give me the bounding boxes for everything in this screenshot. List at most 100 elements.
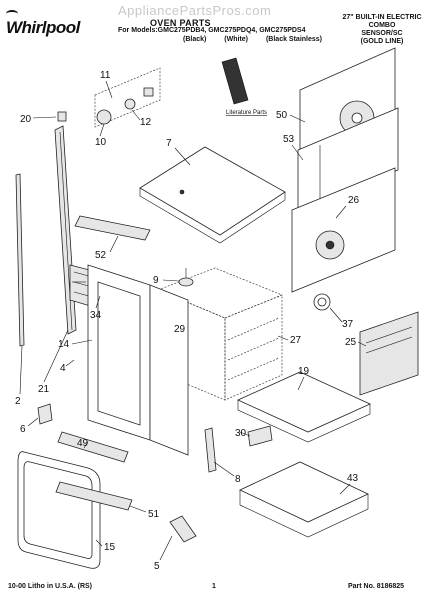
leader-37 (329, 307, 343, 323)
leader-2 (19, 345, 23, 395)
clip-part-30 (247, 425, 273, 447)
fan-hub (325, 240, 335, 250)
leader-27 (277, 335, 289, 341)
callout-12: 12 (140, 117, 152, 128)
bracket-part-5 (169, 515, 197, 543)
leader-19 (297, 376, 305, 391)
diagram-title: OVEN PARTS (150, 18, 211, 28)
leader-5 (159, 535, 173, 561)
top-panel-edge (139, 188, 286, 244)
whirlpool-swirl-icon (6, 10, 18, 18)
callout-49: 49 (77, 438, 89, 449)
oven-cavity-part-27 (157, 267, 283, 401)
callout-11: 11 (100, 70, 111, 81)
hinge-part-8 (204, 427, 217, 473)
literature-booklet (221, 57, 249, 105)
handle-strip-part-49 (57, 431, 129, 463)
drawer-part-43 (239, 461, 369, 523)
product-line-1: 27" BUILT-IN ELECTRIC (342, 14, 422, 21)
callout-15: 15 (104, 542, 116, 553)
footer-page-number: 1 (212, 583, 216, 590)
leader-26 (335, 205, 347, 219)
leader-lines (19, 80, 367, 561)
top-panel-part-7 (139, 146, 286, 236)
callout-53: 53 (283, 134, 295, 145)
callout-25: 25 (345, 337, 357, 348)
leader-7 (174, 147, 191, 166)
clip-part-20 (57, 111, 67, 122)
leader-8 (213, 461, 235, 477)
leader-49 (83, 441, 89, 449)
leader-52 (109, 235, 119, 253)
rod-part-2 (15, 173, 25, 347)
product-line-4: (GOLD LINE) (360, 38, 404, 45)
leader-53 (291, 144, 304, 161)
leader-9 (162, 279, 180, 282)
leader-12 (131, 109, 141, 121)
tray-edge (237, 400, 371, 443)
callout-2: 2 (15, 396, 21, 407)
literature-parts-label: Literature Parts (226, 110, 267, 116)
callout-5: 5 (154, 561, 160, 572)
leader-10 (99, 123, 105, 137)
leader-51 (129, 505, 147, 513)
color-black: (Black) (183, 36, 207, 43)
product-line-3: SENSOR/SC (361, 30, 403, 37)
callout-26: 26 (348, 195, 360, 206)
color-white: (White) (224, 36, 249, 43)
leader-15 (95, 539, 103, 547)
knob-part (96, 109, 112, 125)
callout-51: 51 (148, 509, 160, 520)
model-list: For Models:GMC275PDB4, GMC275PDQ4, GMC27… (118, 27, 306, 34)
cavity-rack-2 (227, 337, 280, 361)
side-vent-part-25 (359, 311, 419, 396)
vent-strip-part-52 (74, 215, 151, 241)
duct-part-53 (297, 107, 399, 213)
probe-part-9 (178, 277, 194, 287)
callout-10: 10 (95, 137, 107, 148)
callout-21: 21 (38, 384, 50, 395)
gasket-ring-inner (317, 297, 327, 307)
door-frame-window (97, 281, 141, 426)
back-panel-fan-hub (351, 112, 363, 124)
leader-30 (239, 431, 251, 437)
callout-30: 30 (235, 428, 247, 439)
product-line-2: COMBO (368, 22, 396, 29)
leader-43 (339, 483, 351, 495)
leader-6 (27, 417, 39, 427)
footer-part-number: Part No. 8186825 (348, 583, 405, 590)
leader-11 (105, 80, 113, 99)
model-colors: (Black) (White) (Black Stainless) (183, 36, 353, 43)
side-vent-slot-1 (365, 326, 413, 344)
cavity-rack-3 (227, 357, 280, 381)
leader-4 (65, 359, 75, 367)
color-black-stainless: (Black Stainless) (265, 36, 322, 43)
callout-6: 6 (20, 424, 26, 435)
callout-7: 7 (166, 138, 172, 149)
cavity-rack-1 (227, 317, 280, 341)
side-trim-part-21 (54, 125, 77, 335)
gasket-inner (23, 461, 93, 559)
control-parts-group (94, 67, 161, 128)
callout-27: 27 (290, 335, 302, 346)
callout-8: 8 (235, 474, 241, 485)
callout-29: 29 (174, 324, 186, 335)
callout-19: 19 (298, 366, 310, 377)
block-part-6 (37, 403, 53, 425)
callout-20: 20 (20, 114, 32, 125)
bar-part-51 (55, 481, 133, 511)
leader-20 (32, 116, 57, 119)
product-line-block: 27" BUILT-IN ELECTRIC COMBO SENSOR/SC (G… (334, 14, 430, 46)
callout-9: 9 (153, 275, 159, 286)
leader-21 (43, 329, 69, 383)
leader-14 (71, 339, 93, 345)
watermark-text: AppliancePartsPros.com (118, 3, 272, 18)
bracket-part (143, 87, 154, 97)
callout-34: 34 (90, 310, 102, 321)
callout-4: 4 (60, 363, 66, 374)
leader-34 (95, 295, 101, 309)
switch-part (124, 98, 136, 110)
literature-parts (221, 57, 249, 105)
footer-print-info: 10-00 Litho in U.S.A. (RS) (8, 583, 93, 590)
